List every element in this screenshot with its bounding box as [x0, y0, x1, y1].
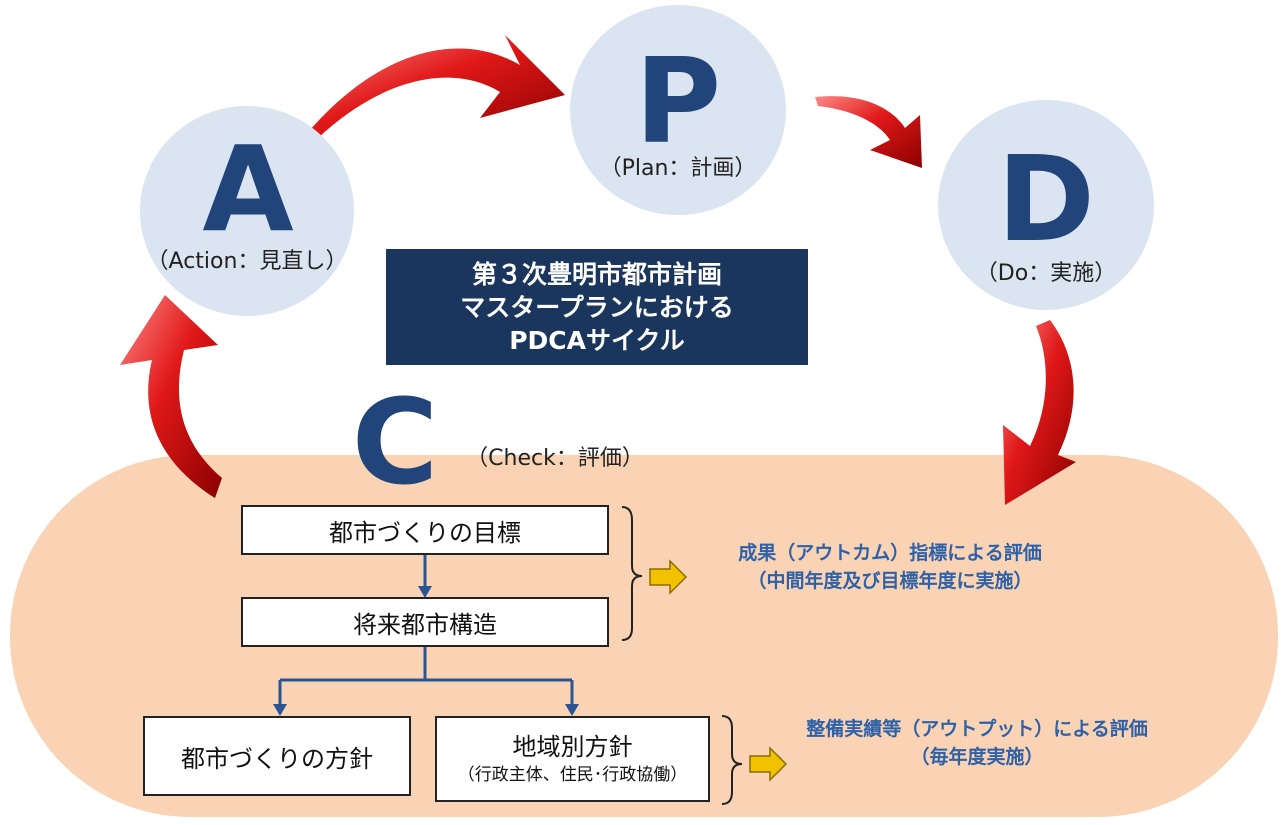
arrow-d-to-c — [1003, 320, 1076, 505]
arrow-p-to-d — [815, 96, 922, 168]
cycle-title: 第３次豊明市都市計画 マスタープランにおける PDCAサイクル — [386, 249, 808, 365]
future-structure-box: 将来都市構造 — [241, 597, 609, 647]
title-line-1: 第３次豊明市都市計画 — [471, 259, 722, 289]
output-line-2: （毎年度実施） — [910, 745, 1044, 768]
regional-policy-box: 地域別方針 （行政主体、住民･行政協働） — [435, 716, 710, 802]
arrow-a-to-p — [310, 35, 565, 138]
plan-letter: P — [634, 32, 722, 170]
output-evaluation: 整備実績等（アウトプット）による評価 （毎年度実施） — [772, 716, 1182, 771]
connector-arrowheads — [273, 586, 579, 716]
yellow-arrow-upper — [649, 559, 688, 595]
arrow-c-to-a — [120, 295, 222, 498]
do-circle — [938, 100, 1154, 310]
bracket-lower — [721, 715, 743, 805]
action-circle — [140, 106, 354, 316]
check-caption: （Check：評価） — [466, 446, 644, 471]
plan-circle — [570, 5, 786, 215]
yellow-arrow-lower — [749, 746, 788, 782]
action-letter: A — [202, 120, 294, 258]
regional-policy-note: （行政主体、住民･行政協働） — [457, 764, 688, 785]
title-line-2: マスタープランにおける — [460, 292, 734, 322]
policy-box: 都市づくりの方針 — [143, 716, 411, 796]
output-line-1: 整備実績等（アウトプット）による評価 — [806, 718, 1148, 740]
outcome-line-2: （中間年度及び目標年度に実施） — [747, 569, 1033, 592]
do-caption: （Do：実施） — [975, 261, 1117, 286]
action-caption: （Action：見直し） — [146, 249, 348, 274]
outcome-evaluation: 成果（アウトカム）指標による評価 （中間年度及び目標年度に実施） — [700, 540, 1080, 595]
title-line-3: PDCAサイクル — [509, 325, 685, 355]
bracket-upper — [621, 506, 643, 641]
do-letter: D — [997, 130, 1095, 268]
flow-connectors — [278, 553, 574, 706]
plan-caption: （Plan：計画） — [599, 156, 757, 181]
check-letter: C — [351, 373, 439, 511]
goals-box: 都市づくりの目標 — [241, 505, 609, 555]
regional-policy-label: 地域別方針 — [512, 733, 633, 762]
outcome-line-1: 成果（アウトカム）指標による評価 — [738, 542, 1042, 564]
